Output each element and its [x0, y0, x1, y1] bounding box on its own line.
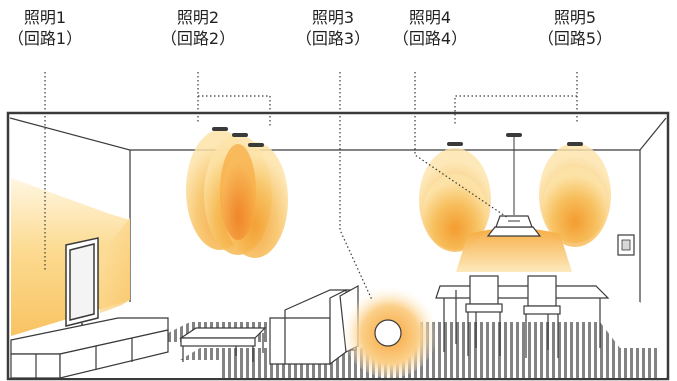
leader-lines [44, 72, 578, 301]
dining-chair-icon [465, 275, 503, 356]
downlight-icon [248, 143, 264, 147]
tv-cabinet [10, 317, 169, 379]
floor-lamp-icon [342, 282, 438, 378]
light-label-4: 照明4 （回路4） [392, 8, 468, 48]
downlight-cones-2 [186, 127, 288, 258]
downlight-icon [447, 142, 463, 146]
downlight-icon [212, 127, 228, 131]
downlight-icon [567, 142, 583, 146]
light-label-5: 照明5 （回路5） [537, 8, 613, 48]
downlight-icon [232, 133, 248, 137]
pendant-lamp-icon [456, 133, 572, 272]
tv-icon [65, 237, 99, 332]
light-label-1: 照明1 （回路1） [7, 8, 83, 48]
downlight-cones-5 [419, 142, 611, 252]
tv-beam-light [100, 218, 130, 318]
wall-switch-icon [617, 234, 635, 256]
light-label-3: 照明3 （回路3） [295, 8, 371, 48]
coffee-table-icon [179, 327, 267, 362]
dining-chair-icon [523, 275, 561, 358]
light-label-2: 照明2 （回路2） [160, 8, 236, 48]
